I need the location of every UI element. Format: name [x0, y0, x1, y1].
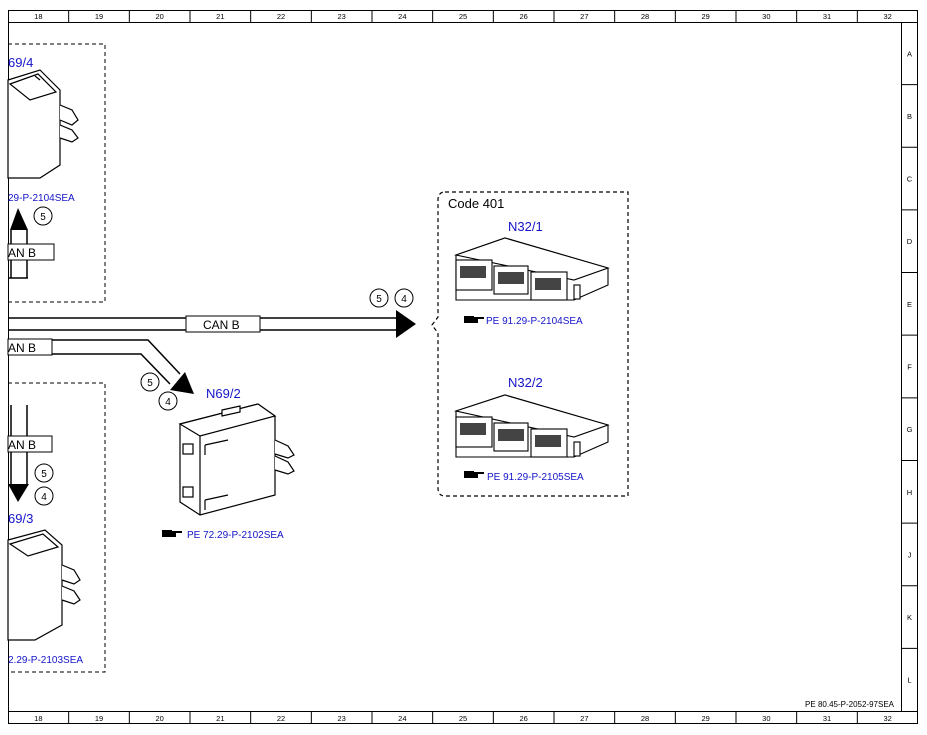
module-n69-2-label: N69/2	[206, 386, 241, 401]
column-number-bottom: 31	[823, 714, 831, 723]
module-69-3-box	[8, 382, 106, 673]
can-b-arrow-to-n69-2	[170, 372, 194, 394]
module-69-3-ref: 2.29-P-2103SEA	[8, 655, 83, 666]
row-letter: L	[907, 676, 911, 685]
column-number-top: 25	[459, 12, 467, 21]
module-69-4-unit	[7, 69, 79, 179]
drawing-frame	[8, 10, 918, 724]
pin-number: 4	[41, 492, 47, 503]
module-n69-2-unit	[178, 403, 295, 516]
column-number-bottom: 27	[580, 714, 588, 723]
can-label-box	[7, 243, 55, 261]
can-label-box	[7, 338, 53, 356]
row-letter: E	[907, 300, 912, 309]
row-letter: D	[907, 237, 913, 246]
column-grid: 18 18 19 19 20 20 21 21 22 22 23 23 24 24 25 25 26 26 27 27…	[34, 10, 892, 724]
pin-circle	[158, 391, 178, 411]
pin-circle	[394, 288, 414, 308]
column-number-top: 31	[823, 12, 831, 21]
row-grid: A B C D E F G H J K L	[901, 49, 918, 685]
module-n32-1-label: N32/1	[508, 219, 543, 234]
pin-number: 4	[401, 294, 407, 305]
column-number-bottom: 25	[459, 714, 467, 723]
low-left-down-arrow	[8, 484, 29, 502]
module-69-4-box	[8, 43, 106, 303]
module-n32-1-unit	[453, 237, 610, 301]
row-letter: H	[907, 488, 912, 497]
row-letter: A	[907, 49, 912, 58]
column-number-top: 19	[95, 12, 103, 21]
pin-circle	[369, 288, 389, 308]
column-number-top: 29	[701, 12, 709, 21]
module-69-3-label: 69/3	[8, 511, 33, 526]
column-number-top: 32	[883, 12, 891, 21]
column-number-bottom: 21	[216, 714, 224, 723]
top-left-up-arrow	[10, 208, 28, 244]
row-letter: G	[907, 425, 913, 434]
pin-number: 5	[376, 294, 382, 305]
column-number-top: 23	[337, 12, 345, 21]
column-number-top: 24	[398, 12, 406, 21]
row-letter: K	[907, 613, 912, 622]
pin-number: 5	[147, 378, 153, 389]
column-number-bottom: 29	[701, 714, 709, 723]
column-number-bottom: 19	[95, 714, 103, 723]
can-label: AN B	[8, 341, 36, 355]
pin-number: 5	[40, 212, 46, 223]
column-number-bottom: 26	[519, 714, 527, 723]
pin-number: 5	[41, 469, 47, 480]
column-number-top: 22	[277, 12, 285, 21]
column-number-top: 27	[580, 12, 588, 21]
row-letter: J	[908, 550, 912, 559]
pin-circle	[140, 372, 160, 392]
column-number-bottom: 18	[34, 714, 42, 723]
pin-number: 4	[165, 397, 171, 408]
row-letter: F	[907, 363, 912, 372]
module-69-3-unit	[7, 529, 81, 641]
module-69-4-label: 69/4	[8, 55, 33, 70]
can-label-box	[7, 435, 53, 453]
module-n32-2-ref: PE 91.29-P-2105SEA	[487, 472, 584, 483]
row-letter: C	[907, 175, 913, 184]
module-69-4-ref: 29-P-2104SEA	[8, 193, 75, 204]
column-number-top: 21	[216, 12, 224, 21]
column-number-bottom: 20	[155, 714, 163, 723]
column-number-bottom: 23	[337, 714, 345, 723]
column-number-bottom: 24	[398, 714, 406, 723]
module-n69-2-ref: PE 72.29-P-2102SEA	[187, 530, 284, 541]
module-n32-2-label: N32/2	[508, 375, 543, 390]
column-number-bottom: 22	[277, 714, 285, 723]
can-label: AN B	[8, 438, 36, 452]
document-id: PE 80.45-P-2052-97SEA	[805, 700, 895, 709]
module-n32-2-unit	[453, 394, 610, 458]
pointing-hand-icon	[464, 316, 484, 323]
column-number-bottom: 28	[641, 714, 649, 723]
column-number-top: 20	[155, 12, 163, 21]
pointing-hand-icon	[162, 530, 182, 537]
pin-circle	[34, 486, 54, 506]
row-letter: B	[907, 112, 912, 121]
pointing-hand-icon	[464, 471, 484, 478]
pin-circle	[33, 206, 53, 226]
column-number-top: 18	[34, 12, 42, 21]
code-401-label: Code 401	[448, 196, 504, 211]
can-b-main-label: CAN B	[203, 318, 240, 332]
pin-circle	[34, 463, 54, 483]
can-b-arrow-to-code401	[396, 310, 416, 338]
column-number-top: 30	[762, 12, 770, 21]
can-b-main-label-box	[185, 315, 261, 333]
module-n32-1-ref: PE 91.29-P-2104SEA	[486, 316, 583, 327]
code-401-box	[431, 191, 629, 497]
column-number-bottom: 30	[762, 714, 770, 723]
column-number-bottom: 32	[883, 714, 891, 723]
can-label: AN B	[8, 246, 36, 260]
column-number-top: 28	[641, 12, 649, 21]
column-number-top: 26	[519, 12, 527, 21]
